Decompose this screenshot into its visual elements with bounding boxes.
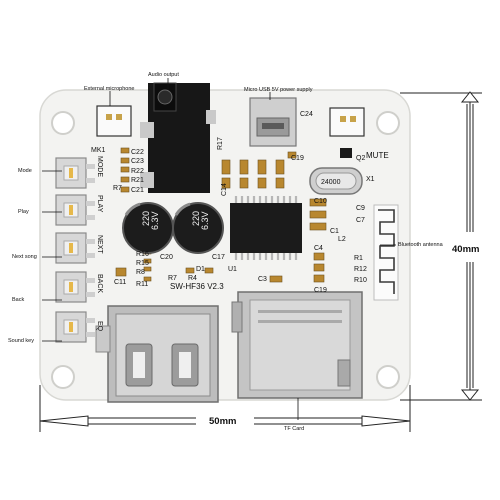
button-back[interactable]: [55, 271, 95, 303]
dimension-width-label: 50mm: [209, 416, 236, 427]
usb-a-port: [95, 305, 219, 403]
silk-c4: C4: [314, 245, 323, 252]
callout-bluetooth-antenna: Bluetooth antenna: [398, 242, 444, 248]
callout-tf-card: TF Card: [284, 426, 304, 432]
silk-c21: C21: [131, 187, 144, 194]
audio-jack: [140, 82, 216, 193]
callout-back: Back: [12, 297, 24, 303]
silk-c17: C17: [212, 254, 225, 261]
button-eq[interactable]: [55, 311, 95, 343]
transistor-q2: [340, 148, 352, 158]
silk-crystal: 24000: [321, 179, 341, 186]
mute-pad: [329, 107, 365, 137]
callout-leaders: [42, 78, 396, 420]
main-ic: [230, 196, 302, 260]
button-mode[interactable]: [55, 157, 95, 189]
silk-r4: R4: [188, 275, 197, 282]
silk-c22: C22: [131, 149, 144, 156]
silk-r8: R8: [136, 269, 145, 276]
silk-c10: C10: [314, 198, 327, 205]
silk-r17: R17: [217, 137, 224, 150]
bluetooth-antenna: [373, 204, 399, 301]
silk-c24: C24: [300, 111, 313, 118]
microphone-pad: [96, 105, 132, 137]
callout-next-song: Next song: [12, 254, 37, 260]
button-next[interactable]: [55, 232, 95, 264]
callout-audio-output: Audio output: [148, 72, 179, 78]
silk-r11: R11: [136, 281, 148, 288]
dimension-height-label: 40mm: [452, 244, 479, 255]
callout-sound-key: Sound key: [8, 338, 34, 344]
silk-c1: C1: [330, 228, 339, 235]
callout-mode: Mode: [18, 168, 32, 174]
silk-r15: R15: [136, 260, 149, 267]
silk-mk1: MK1: [91, 147, 106, 154]
label-mute: MUTE: [366, 151, 389, 160]
silk-btn-eq: EQ: [96, 321, 103, 332]
silk-l2: L2: [338, 236, 346, 243]
silk-r16: R16: [136, 251, 149, 258]
cap-right-value: 220: [191, 211, 201, 226]
callout-micro-usb: Micro USB 5V power supply: [244, 87, 313, 93]
silk-c9: C9: [356, 205, 365, 212]
smd-components: [115, 147, 327, 283]
tf-card-slot: [231, 291, 363, 399]
micro-usb-port: [249, 97, 297, 147]
silk-r21: R21: [131, 177, 144, 184]
silk-c20: C20: [160, 254, 173, 261]
silk-btn-mode: MODE: [96, 156, 103, 177]
silk-r7b: R7: [168, 275, 177, 282]
silk-btn-play: PLAY: [96, 195, 103, 213]
silk-btn-back: BACK: [96, 274, 103, 293]
cap-right-voltage: 6.3V: [200, 211, 210, 230]
silk-c3: C3: [258, 276, 267, 283]
cap-left-voltage: 6.3V: [150, 211, 160, 230]
silk-r1: R1: [354, 255, 363, 262]
silk-c19: C19: [314, 287, 327, 294]
capacitor-right: [172, 202, 224, 254]
silk-r10: R10: [354, 277, 367, 284]
dimension-width: [39, 385, 411, 432]
silk-c7: C7: [356, 217, 365, 224]
silk-c23: C23: [131, 158, 144, 165]
silk-u1: U1: [228, 266, 237, 273]
silk-r7: R7: [113, 185, 122, 192]
silk-r22: R22: [131, 168, 144, 175]
silk-c11: C11: [114, 279, 126, 286]
cap-left-value: 220: [141, 211, 151, 226]
callout-external-mic: External microphone: [84, 86, 134, 92]
silk-model: SW-HF36 V2.3: [170, 282, 224, 291]
button-play[interactable]: [55, 194, 95, 226]
capacitor-left: [122, 202, 174, 254]
silk-c14: C14: [221, 183, 228, 196]
silk-btn-next: NEXT: [96, 235, 103, 254]
silk-x1: X1: [366, 176, 375, 183]
silk-d1: D1: [196, 266, 205, 273]
callout-play: Play: [18, 209, 29, 215]
silk-r12: R12: [354, 266, 367, 273]
crystal-oscillator: [309, 167, 363, 195]
silk-q2: Q2: [356, 155, 365, 162]
silk-c19-top: C19: [291, 155, 304, 162]
dimension-height: [400, 91, 482, 401]
